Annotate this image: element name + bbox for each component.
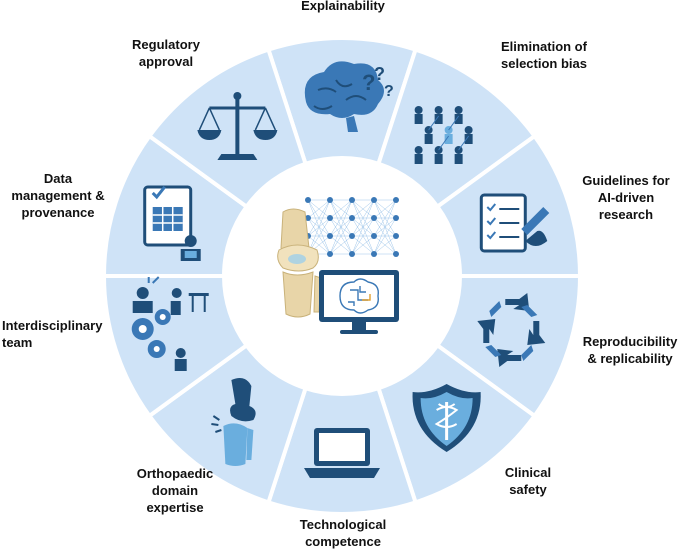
label-selection-bias: Elimination of selection bias — [501, 39, 587, 71]
svg-text:?: ? — [384, 83, 394, 100]
label-reproducibility: Reproducibility & replicability — [582, 334, 678, 366]
svg-text:?: ? — [362, 70, 375, 95]
label-interdisciplinary-team: Interdisciplinary team — [2, 318, 103, 350]
label-guidelines: Guidelines for AI-driven research — [582, 173, 670, 222]
wheel-icons: ? ? ? — [131, 61, 550, 478]
monitor-icon — [319, 270, 399, 334]
brain-question-icon: ? ? ? — [304, 61, 394, 132]
laptop-icon — [304, 428, 380, 478]
label-orthopaedic-expertise: Orthopaedic domain expertise — [136, 466, 214, 515]
svg-text:?: ? — [374, 64, 385, 84]
ai-knee-monitor-icon — [277, 197, 399, 334]
data-document-icon — [143, 185, 201, 261]
neural-network-icon — [305, 197, 399, 257]
checklist-icon — [479, 193, 550, 253]
knee-joint-icon — [211, 378, 256, 467]
people-network-icon — [414, 105, 473, 164]
cycle-arrows-icon — [477, 293, 546, 368]
label-technological-competence: Technological competence — [299, 517, 387, 549]
scales-icon — [197, 91, 278, 160]
label-clinical-safety: Clinical safety — [504, 465, 552, 497]
label-regulatory-approval: Regulatory approval — [132, 37, 200, 69]
medical-shield-icon — [412, 384, 481, 453]
label-explainability: Explainability — [301, 0, 385, 13]
center-hub — [224, 158, 460, 394]
team-gears-icon — [131, 276, 209, 372]
knee-illustration-icon — [277, 208, 322, 318]
label-data-management: Data management & provenance — [11, 171, 105, 220]
